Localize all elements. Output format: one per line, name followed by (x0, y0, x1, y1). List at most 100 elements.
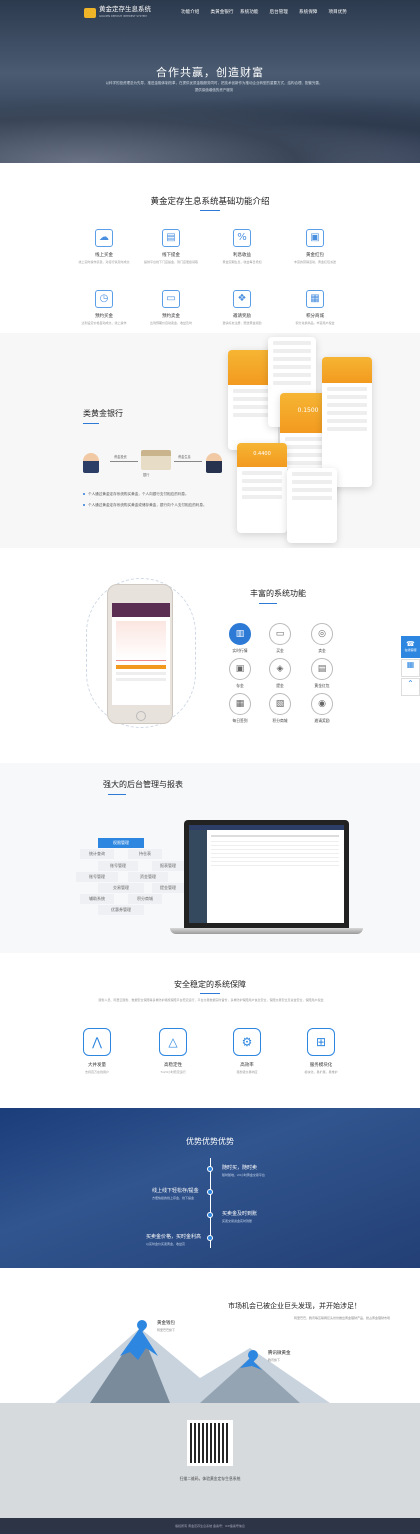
function-deposit[interactable]: ▣存金 (223, 658, 257, 689)
admin-section: 强大的后台管理与报表 权限管理 统计查询 持仓表 账号管理 报表管理 账号管理 … (0, 763, 420, 953)
store-icon: ▤ (162, 229, 180, 247)
feature-title: 利息收益 (233, 253, 251, 258)
function-label: 卖金 (318, 648, 326, 653)
app-price: 0.4400 (237, 443, 287, 467)
title-underline (259, 603, 277, 604)
feature-desc: 邀请好友注册，赠送黄金奖励 (222, 321, 262, 325)
home-button (136, 711, 146, 721)
online-service-button[interactable]: ☎在线客服 (401, 636, 420, 658)
main-nav: 功能介绍 类黄金银行 系统功能 后台管理 系统保障 项目优势 (181, 9, 358, 15)
advantage-item-desc: 随时随地，24小时黄金交易平台 (222, 1173, 265, 1177)
safety-title: 安全稳定的系统保障 (174, 980, 246, 989)
pin-label: 黄金钱包 (157, 1321, 175, 1326)
nav-item-system[interactable]: 系统功能 (240, 10, 259, 15)
wallet-icon: ▭ (162, 290, 180, 308)
tag-funds: 资金管理 (128, 872, 168, 882)
function-redpacket[interactable]: ▤黄金红包 (305, 658, 339, 689)
nav-item-bank[interactable]: 类黄金银行 (210, 10, 234, 15)
triangle-icon: △ (159, 1028, 187, 1056)
feature-title: 黄金红包 (306, 253, 324, 258)
function-withdraw[interactable]: ◈提金 (263, 658, 297, 689)
bank-title: 类黄金银行 (83, 409, 123, 418)
tag-auxiliary: 辅助系统 (80, 894, 114, 904)
qrcode-image (187, 1420, 233, 1466)
sell-icon: ◎ (311, 623, 333, 645)
laptop-base (170, 928, 363, 934)
nav-item-admin[interactable]: 后台管理 (269, 10, 288, 15)
brand-name: 黄金定存生息系统 (99, 5, 151, 13)
bullet-text: 个人通过黄金定存系统购买黄金或储存黄金，银行向个人支付相应的利息。 (88, 503, 207, 507)
shop-icon: ▦ (306, 290, 324, 308)
function-mall[interactable]: ▧积分商城 (263, 693, 297, 724)
tag-trade: 交易管理 (98, 883, 144, 893)
feature-desc: 提供平台线下门店提金，到门店便捷领取 (143, 260, 198, 264)
function-label: 提金 (276, 683, 284, 688)
function-label: 实时行情 (232, 648, 248, 653)
investor-avatar (83, 453, 99, 473)
safety-item-desc: 支持百万在线用户 (84, 1070, 109, 1074)
qr-caption: 扫描二维码，体验黄金定存生息系统 (179, 1476, 241, 1481)
phone-mockup (107, 584, 173, 724)
phone-screen (112, 603, 170, 705)
function-sell[interactable]: ◎ 卖金 (305, 623, 339, 654)
nav-item-advantage[interactable]: 项目优势 (328, 10, 347, 15)
back-to-top-button[interactable]: ⌃ (401, 678, 420, 696)
market-description: 阿里巴巴、腾讯等互联网巨头纷纷推出黄金理财产品，抢占黄金理财市场 (293, 1316, 390, 1320)
pin-sub: 腾讯旗下 (268, 1358, 281, 1362)
chevron-up-icon: ⌃ (407, 679, 414, 688)
nav-item-features[interactable]: 功能介绍 (181, 10, 200, 15)
laptop-mockup (170, 820, 363, 934)
advantage-item-title: 线上线下轻松存/提金 (152, 1188, 199, 1194)
cloud-icon: ☁ (95, 229, 113, 247)
qrcode-icon: ▦ (406, 660, 415, 669)
nav-item-safety[interactable]: 系统保障 (299, 10, 318, 15)
feature-title: 积分商城 (306, 314, 324, 319)
percent-icon: % (233, 229, 251, 247)
feature-title: 预约买金 (95, 314, 113, 319)
tag-report: 报表管理 (152, 861, 184, 871)
feature-title: 预约卖金 (162, 314, 180, 319)
tag-mall: 积分商城 (128, 894, 162, 904)
feature-desc: 达到预期价自动卖金，收益及时 (149, 321, 192, 325)
safety-description: 服务人员、阿里云服务、数据安全保障等多重防护措施保障平台稳定运行，平台交易数据实… (98, 998, 324, 1002)
copyright-bar: 版权所有 黄金定存生息系统 备案号：ICP备案号信息 (0, 1518, 420, 1534)
tag-account2: 账号管理 (76, 872, 118, 882)
title-underline (83, 423, 99, 424)
title-underline (108, 794, 126, 795)
function-label: 存金 (236, 683, 244, 688)
advantage-item-title: 随时买，随时卖 (222, 1165, 258, 1171)
admin-title: 强大的后台管理与报表 (103, 780, 183, 789)
advantage-item-title: 买卖金价格，买时金利高 (146, 1234, 202, 1240)
safety-item: ⋀大并发量支持百万在线用户 (67, 1028, 127, 1074)
tag-permission: 权限管理 (98, 838, 144, 848)
chat-icon: ☎ (406, 640, 415, 648)
gift-icon: ❖ (233, 290, 251, 308)
gear-icon: ⚙ (233, 1028, 261, 1056)
feature-title: 线上买金 (95, 253, 113, 258)
function-realtime[interactable]: ▥ 实时行情 (223, 623, 257, 654)
function-invite[interactable]: ◉邀请奖励 (305, 693, 339, 724)
title-underline (200, 210, 220, 211)
function-label: 买金 (276, 648, 284, 653)
market-section: 市场机会已被企业巨头发现，并开始涉足！ 阿里巴巴、腾讯等互联网巨头纷纷推出黄金理… (0, 1268, 420, 1403)
bank-bullet: 个人通过黄金定存系统购买黄金或储存黄金，银行向个人支付相应的利息。 (83, 503, 207, 508)
service-label: 在线客服 (404, 648, 417, 652)
safety-section: 安全稳定的系统保障 服务人员、阿里云服务、数据安全保障等多重防护措施保障平台稳定… (0, 953, 420, 1108)
flow-arrow (110, 461, 138, 462)
features-section: 黄金定存生息系统基础功能介绍 ☁线上买金线上实时操作买卖，对接行情及时成交 ▤线… (0, 163, 420, 333)
safety-item-title: 高稳定性 (164, 1063, 182, 1068)
feature-item: ▦ 积分商城积分兑换商品，丰富用户权益 (280, 290, 350, 325)
advantage-title: 优势优势优势 (186, 1137, 234, 1146)
feature-desc: 积分兑换商品，丰富用户权益 (295, 321, 335, 325)
feature-item: ◷预约买金达到设定价格自动成交，线上操作 (69, 290, 139, 325)
bar-chart-icon: ▥ (229, 623, 251, 645)
function-buy[interactable]: ▭买金 (263, 623, 297, 654)
qrcode-button[interactable]: ▦ (401, 659, 420, 677)
advantage-item-desc: 以实时金价买卖黄金，收益高 (146, 1242, 186, 1246)
function-label: 黄金红包 (314, 683, 330, 688)
safety-item-desc: 毫秒级交易响应 (236, 1070, 258, 1074)
feature-item: ☁线上买金线上实时操作买卖，对接行情及时成交 (69, 229, 139, 264)
function-checkin[interactable]: ▦每日签到 (223, 693, 257, 724)
